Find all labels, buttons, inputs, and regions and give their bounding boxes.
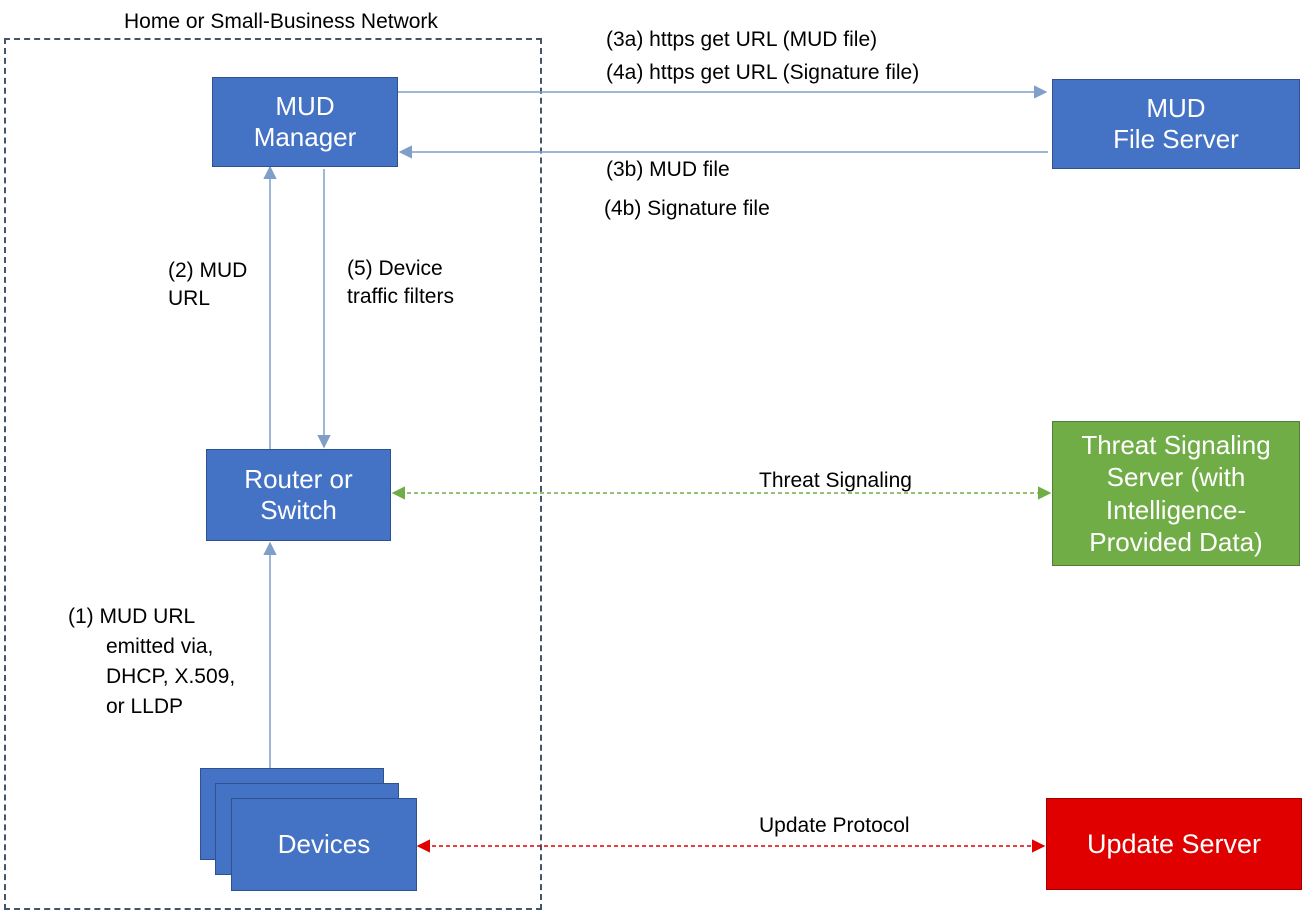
label-step-5: (5) Device traffic filters	[347, 257, 454, 309]
label-step-1-body: emitted via, DHCP, X.509, or LLDP	[106, 635, 236, 718]
devices-node: Devices	[231, 798, 417, 891]
label-step-3b: (3b) MUD file	[606, 158, 730, 181]
threat-signaling-server-label: Threat Signaling Server (with Intelligen…	[1081, 429, 1271, 558]
label-update-protocol: Update Protocol	[759, 814, 910, 837]
label-step-2: (2) MUD URL	[168, 259, 248, 311]
label-step-1-head: (1) MUD URL	[68, 605, 196, 628]
label-step-3a: (3a) https get URL (MUD file)	[606, 28, 878, 51]
mud-manager-label: MUD Manager	[253, 90, 357, 152]
mud-file-server-node: MUD File Server	[1052, 79, 1300, 169]
mud-manager-node: MUD Manager	[212, 77, 398, 167]
update-server-node: Update Server	[1046, 798, 1302, 890]
update-server-label: Update Server	[1086, 828, 1262, 859]
network-title: Home or Small-Business Network	[124, 10, 438, 33]
label-step-4b: (4b) Signature file	[604, 197, 770, 220]
label-threat-signaling: Threat Signaling	[759, 469, 912, 492]
network-boundary	[4, 38, 542, 910]
label-step-4a: (4a) https get URL (Signature file)	[606, 61, 920, 84]
mud-file-server-label: MUD File Server	[1113, 92, 1239, 154]
threat-signaling-server-node: Threat Signaling Server (with Intelligen…	[1052, 421, 1300, 566]
router-node: Router or Switch	[206, 449, 391, 541]
devices-label: Devices	[277, 828, 371, 859]
router-label: Router or Switch	[244, 463, 353, 525]
